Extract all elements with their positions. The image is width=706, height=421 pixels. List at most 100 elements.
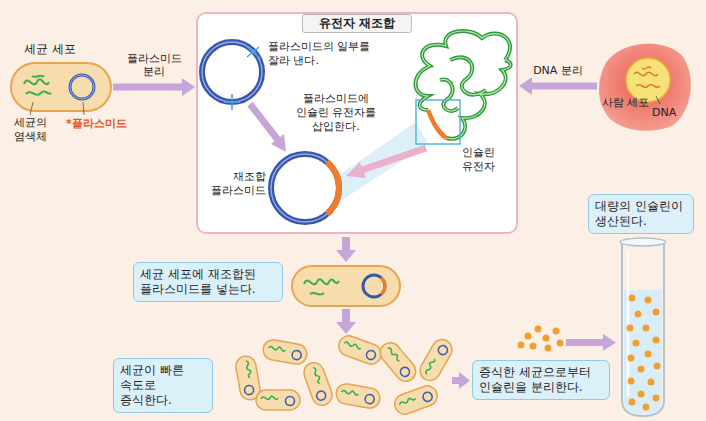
flow-arrow-part — [336, 250, 356, 262]
arrow-label: 플라스미드 분리 — [121, 52, 187, 80]
dna-strand-part — [416, 100, 460, 144]
step-callout: 세균 세포에 재조합된 플라스미드를 넣는다. — [133, 262, 283, 302]
multiplying-bacteria-part — [262, 338, 309, 365]
node-title: 사람 세포 — [602, 96, 650, 110]
test-tube — [620, 238, 666, 416]
test-tube-part-part — [645, 297, 652, 304]
test-tube-part-part — [635, 311, 642, 318]
test-tube-part-part — [645, 351, 652, 358]
test-tube-part-part — [653, 309, 660, 316]
flow-arrow-part — [342, 309, 350, 323]
test-tube-part-part — [638, 366, 645, 373]
insulin-dots-part — [557, 340, 564, 347]
human-cell: 사람 세포 — [598, 40, 692, 132]
node-title: 세균 세포에 재조합된 플라스미드를 넣는다. — [140, 267, 276, 297]
plasmid — [202, 42, 262, 110]
test-tube-part-part — [629, 399, 636, 406]
node-title: 세균이 빠른 속도로 증식한다. — [120, 363, 206, 408]
test-tube-part-part — [653, 337, 660, 344]
test-tube-part — [627, 295, 661, 411]
multiplying-bacteria-part — [392, 383, 440, 417]
step-note: 플라스미드에 인슐린 유전자를 삽입한다. — [290, 92, 382, 133]
bacterium-outline-part — [70, 75, 94, 99]
dna-strand — [416, 31, 511, 144]
insulin-dots — [518, 326, 564, 352]
bacterium-outline-part — [11, 63, 111, 111]
recombinant-bacterium-part — [363, 275, 385, 297]
recombinant-bacterium — [292, 266, 400, 306]
test-tube-part-part — [643, 325, 650, 332]
insulin-dots-part — [553, 328, 560, 335]
recombinant-plasmid — [271, 154, 339, 222]
test-tube-part-part — [628, 355, 635, 362]
flow-arrow-part — [566, 339, 604, 346]
human-cell-outline-part — [626, 58, 670, 102]
human-cell-outline — [598, 40, 692, 132]
bacterium-outline — [10, 62, 112, 112]
test-tube-part-part — [653, 395, 660, 402]
step-callout: 증식한 세균으로부터 인슐린을 분리한다. — [472, 360, 610, 400]
bacterium-outline-part — [24, 76, 51, 95]
insert-arrow-part — [362, 148, 426, 170]
human-cell-outline-part — [599, 44, 691, 131]
recombinant-plasmid-part — [327, 162, 339, 214]
multiplying-bacteria-part — [336, 333, 384, 367]
arrow-shaft — [113, 84, 183, 91]
flow-arrow-part — [459, 372, 470, 389]
recombinant-bacterium-part — [292, 266, 400, 306]
arrow-head — [182, 78, 195, 96]
bacterium-outline-part — [30, 102, 33, 115]
test-tube-part — [622, 242, 664, 416]
test-tube-part-part — [648, 379, 655, 386]
node-title: 유전자 재조합 — [302, 14, 412, 33]
arrow-head — [519, 77, 532, 95]
flow-arrow-part — [603, 334, 616, 351]
step-note: 플라스미드의 일부를 잘라 낸다. — [268, 40, 374, 68]
process-arrow — [519, 77, 597, 95]
plasmid-part — [246, 46, 260, 58]
insulin-dots-part — [543, 335, 550, 342]
test-tube-part-part — [643, 404, 650, 411]
insert-fan — [338, 122, 428, 200]
test-tube-part — [627, 250, 630, 396]
test-tube-part-part — [654, 363, 661, 370]
insert-arrow-part — [346, 162, 366, 178]
test-tube-part-part — [627, 325, 634, 332]
plasmid-part — [202, 42, 262, 102]
part-label: 인슐린 유전자 — [462, 146, 508, 174]
dna-strand-part — [416, 31, 511, 139]
panel-ground — [196, 12, 518, 234]
multiplying-bacteria-part — [376, 339, 420, 386]
part-label: DNA — [652, 106, 676, 120]
step-callout: 세균이 빠른 속도로 증식한다. — [113, 358, 213, 413]
multiplying-bacteria — [234, 333, 455, 417]
part-label: 세균의 염색체 — [14, 116, 58, 144]
multiplying-bacteria-part — [301, 360, 335, 408]
multiplying-bacteria-part — [416, 336, 455, 384]
recombinant-plasmid-part — [271, 154, 339, 222]
result-callout: 대량의 인슐린이 생산된다. — [588, 194, 694, 234]
process-arrow — [113, 78, 195, 96]
test-tube-part-part — [629, 295, 636, 302]
bacterium-outline-part — [83, 102, 84, 115]
flow-arrow-part — [342, 237, 350, 251]
multiplying-bacteria-part — [335, 382, 382, 409]
arrow-label: DNA 분리 — [525, 64, 591, 78]
test-tube-part-part — [638, 391, 645, 398]
bacterium-outline-part — [70, 75, 94, 99]
part-label: *플라스미드 — [66, 117, 127, 131]
test-tube-part — [620, 238, 666, 246]
multiplying-bacteria-part — [256, 390, 300, 410]
node-title: 증식한 세균으로부터 인슐린을 분리한다. — [479, 365, 603, 395]
insulin-dots-part — [518, 342, 525, 349]
plasmid-part — [202, 42, 262, 102]
dna-strand-part — [416, 31, 511, 139]
flow-arrow-part — [336, 322, 356, 334]
insulin-dots-part — [530, 343, 537, 350]
dna-strand-part — [428, 110, 446, 138]
human-cell-outline-part — [634, 67, 660, 88]
insulin-dots-part — [535, 326, 542, 333]
insert-arrow — [346, 148, 426, 178]
